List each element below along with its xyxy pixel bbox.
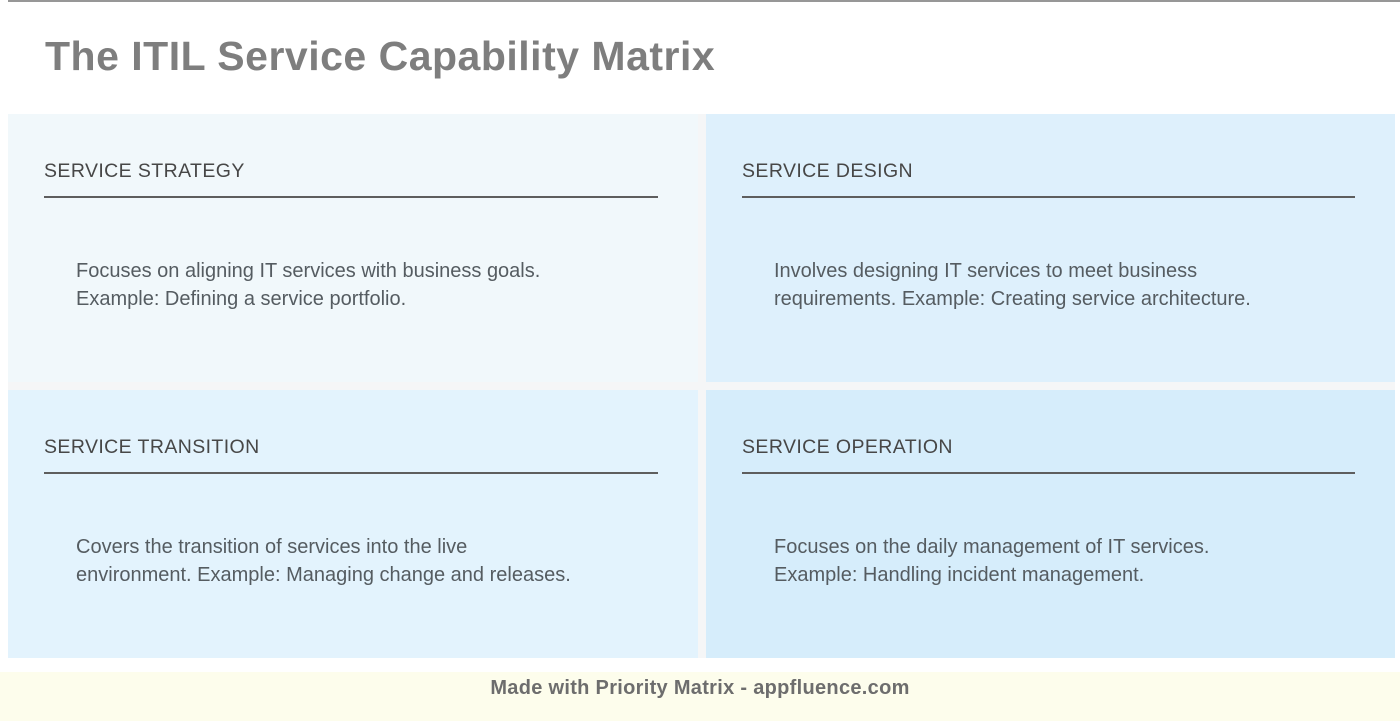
quadrant-description-service-design: Involves designing IT services to meet b… — [774, 260, 1251, 310]
quadrant-title-service-transition: SERVICE TRANSITION — [44, 436, 658, 474]
footer-credit: Made with Priority Matrix - appfluence.c… — [490, 677, 910, 699]
quadrant-service-transition: SERVICE TRANSITION Covers the transition… — [8, 390, 698, 658]
quadrant-service-design: SERVICE DESIGN Involves designing IT ser… — [706, 114, 1395, 382]
quadrant-description-service-transition: Covers the transition of services into t… — [76, 536, 571, 586]
quadrant-title-service-design: SERVICE DESIGN — [742, 160, 1355, 198]
footer: Made with Priority Matrix - appfluence.c… — [0, 672, 1400, 721]
quadrant-title-service-operation: SERVICE OPERATION — [742, 436, 1355, 474]
page-title: The ITIL Service Capability Matrix — [45, 33, 716, 79]
quadrant-service-strategy: SERVICE STRATEGY Focuses on aligning IT … — [8, 114, 698, 382]
quadrant-description-service-strategy: Focuses on aligning IT services with bus… — [76, 260, 541, 310]
quadrant-description-service-operation: Focuses on the daily management of IT se… — [774, 536, 1210, 586]
top-border — [8, 0, 1400, 2]
matrix-grid: SERVICE STRATEGY Focuses on aligning IT … — [8, 114, 1395, 658]
quadrant-service-operation: SERVICE OPERATION Focuses on the daily m… — [706, 390, 1395, 658]
header: The ITIL Service Capability Matrix — [0, 2, 1400, 114]
quadrant-title-service-strategy: SERVICE STRATEGY — [44, 160, 658, 198]
